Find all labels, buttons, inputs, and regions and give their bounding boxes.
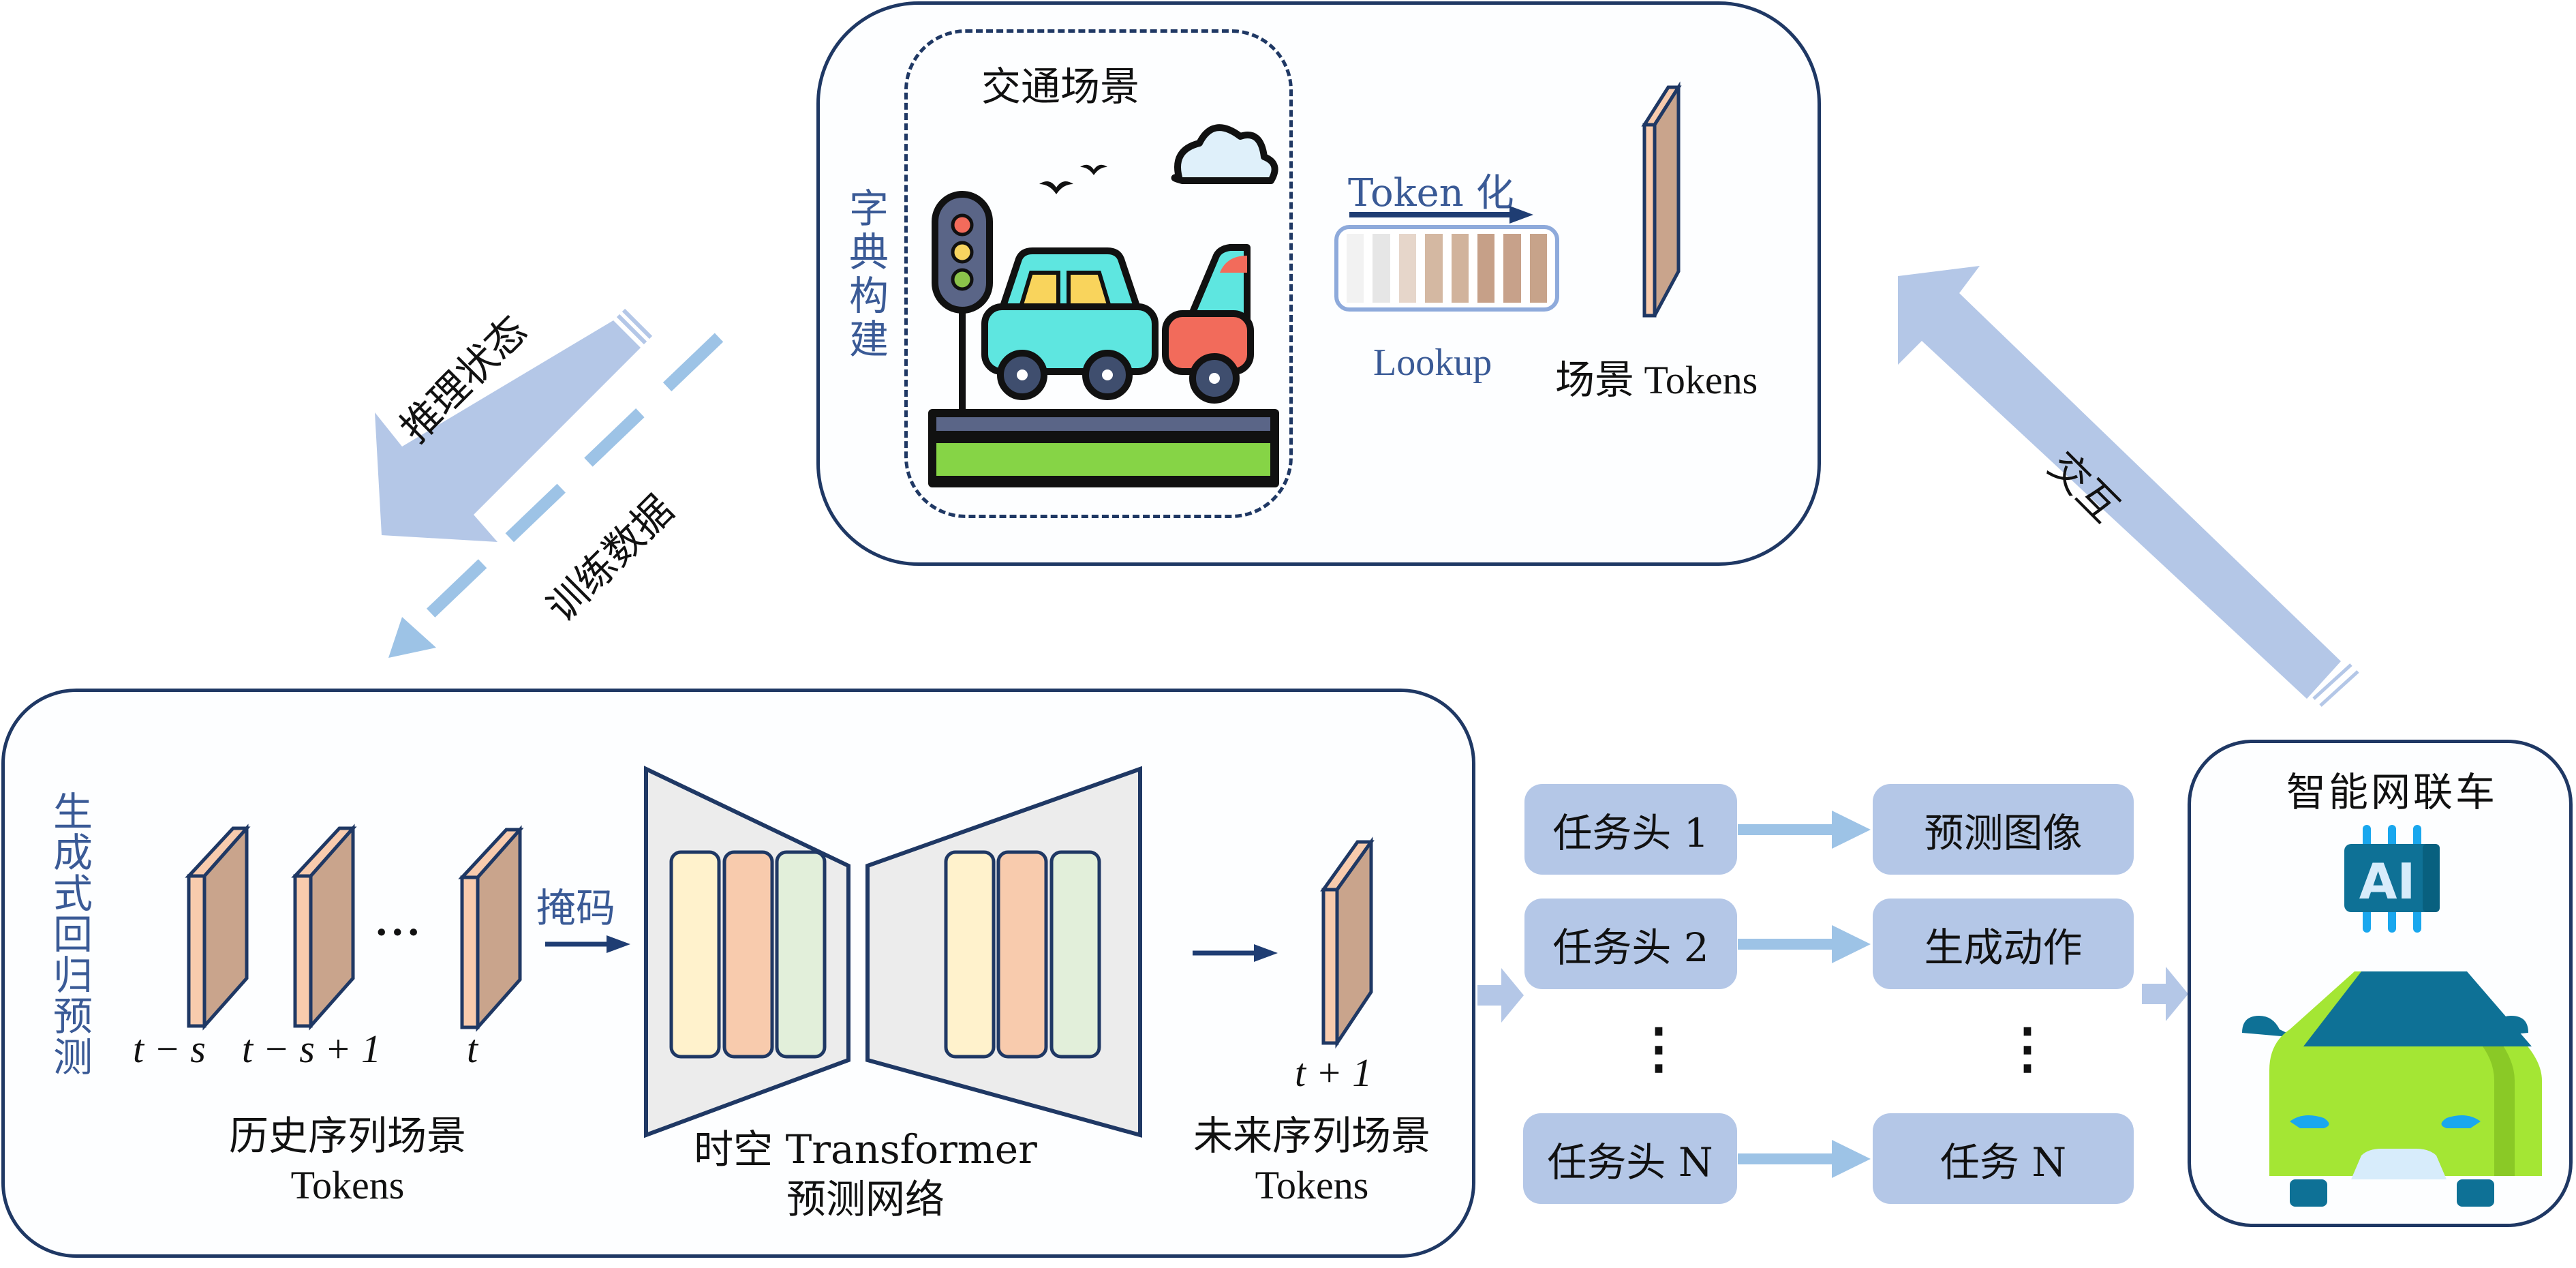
task-head-label: 任务头 N — [1547, 1138, 1713, 1186]
history-label-line2: Tokens — [290, 1162, 405, 1207]
transformer-label-line1: 时空 Transformer — [694, 1126, 1037, 1173]
traffic-scene-illustration — [928, 124, 1279, 487]
task-output-predict-image: 预测图像 — [1873, 784, 2134, 875]
masking-arrow — [545, 935, 630, 953]
codebook-entry — [1451, 234, 1469, 303]
car-icon-red — [1162, 244, 1254, 404]
car-icon-blue — [981, 247, 1159, 400]
to-task-heads-arrow — [1477, 968, 1524, 1023]
inference-state-arrow — [375, 308, 653, 542]
task-heads-ellipsis: ⋮ — [1631, 1016, 1686, 1080]
tick-t-minus-s-plus-1: t − s + 1 — [242, 1027, 381, 1071]
task-head-1: 任务头 1 — [1524, 784, 1737, 875]
to-vehicle-arrow — [2142, 967, 2188, 1021]
prediction-output-arrow — [1193, 944, 1278, 962]
scene-token-slab — [1641, 81, 1682, 318]
lookup-label: Lookup — [1373, 342, 1492, 384]
task-output-generate-action: 生成动作 — [1873, 899, 2134, 989]
codebook-entry — [1529, 234, 1547, 303]
task-output-label: 生成动作 — [1924, 924, 2083, 971]
encoder-block — [669, 850, 721, 1059]
codebook-entry — [1398, 234, 1417, 303]
birds-icon — [1039, 164, 1107, 194]
encoder-block — [722, 850, 774, 1059]
task-head-n: 任务头 N — [1523, 1113, 1737, 1204]
task-head-2: 任务头 2 — [1524, 899, 1737, 989]
task-output-n: 任务 N — [1873, 1113, 2134, 1204]
generative-regression-label: 生成式回归预测 — [46, 791, 93, 1077]
history-label-line1: 历史序列场景 — [228, 1113, 466, 1159]
tick-t: t — [467, 1027, 478, 1071]
tokenize-label: Token 化 — [1348, 171, 1514, 215]
future-token-slab — [1320, 836, 1375, 1049]
task-output-label: 任务 N — [1939, 1138, 2067, 1186]
history-token-slab — [458, 825, 524, 1032]
task-head-label: 任务头 1 — [1552, 809, 1709, 856]
traffic-scene-label: 交通场景 — [981, 63, 1140, 110]
history-token-slab — [291, 824, 357, 1031]
task-arrow-1 — [1738, 811, 1871, 849]
history-tokens-label: 历史序列场景 Tokens — [170, 1111, 525, 1210]
task-arrow-n — [1738, 1140, 1871, 1178]
interaction-arrow — [1898, 266, 2359, 707]
traffic-light-icon — [932, 191, 993, 416]
task-arrow-2 — [1738, 925, 1871, 963]
dictionary-construction-label: 字典构建 — [842, 187, 889, 362]
history-ellipsis: ··· — [375, 910, 423, 955]
cloud-icon — [1171, 124, 1278, 184]
connected-vehicle-title: 智能网联车 — [2286, 769, 2498, 815]
task-output-label: 预测图像 — [1924, 809, 2083, 856]
codebook-entry — [1425, 234, 1443, 303]
transformer-label: 时空 Transformer 预测网络 — [647, 1125, 1084, 1224]
future-label-line2: Tokens — [1255, 1162, 1369, 1207]
training-data-arrow — [388, 333, 724, 658]
traffic-scene-dashed-box — [904, 29, 1293, 518]
road-icon — [928, 409, 1279, 487]
tokenize-arrow — [1349, 206, 1533, 224]
tick-t-plus-1: t + 1 — [1295, 1051, 1373, 1095]
spatiotemporal-transformer — [644, 766, 1142, 1138]
ai-chip-icon: AI — [2344, 825, 2440, 933]
task-head-label: 任务头 2 — [1552, 924, 1709, 971]
decoder-block — [944, 850, 996, 1059]
masking-label: 掩码 — [536, 885, 616, 931]
decoder-block — [996, 850, 1048, 1059]
future-tokens-label: 未来序列场景 Tokens — [1172, 1111, 1452, 1210]
transformer-label-line2: 预测网络 — [786, 1175, 945, 1222]
codebook-entry — [1347, 234, 1364, 303]
codebook-entry — [1373, 234, 1390, 303]
scene-tokens-label: 场景 Tokens — [1555, 358, 1758, 402]
codebook-entry — [1503, 234, 1521, 303]
decoder-block — [1049, 850, 1101, 1059]
history-token-slab — [185, 824, 251, 1031]
future-label-line1: 未来序列场景 — [1193, 1113, 1430, 1159]
ai-chip-text: AI — [2359, 853, 2416, 910]
tick-t-minus-s: t − s — [133, 1027, 206, 1071]
task-outputs-ellipsis: ⋮ — [2000, 1016, 2055, 1080]
encoder-block — [775, 850, 827, 1059]
smart-car-icon — [2242, 971, 2542, 1207]
token-codebook-bar — [1334, 225, 1559, 312]
codebook-entry — [1477, 234, 1495, 303]
